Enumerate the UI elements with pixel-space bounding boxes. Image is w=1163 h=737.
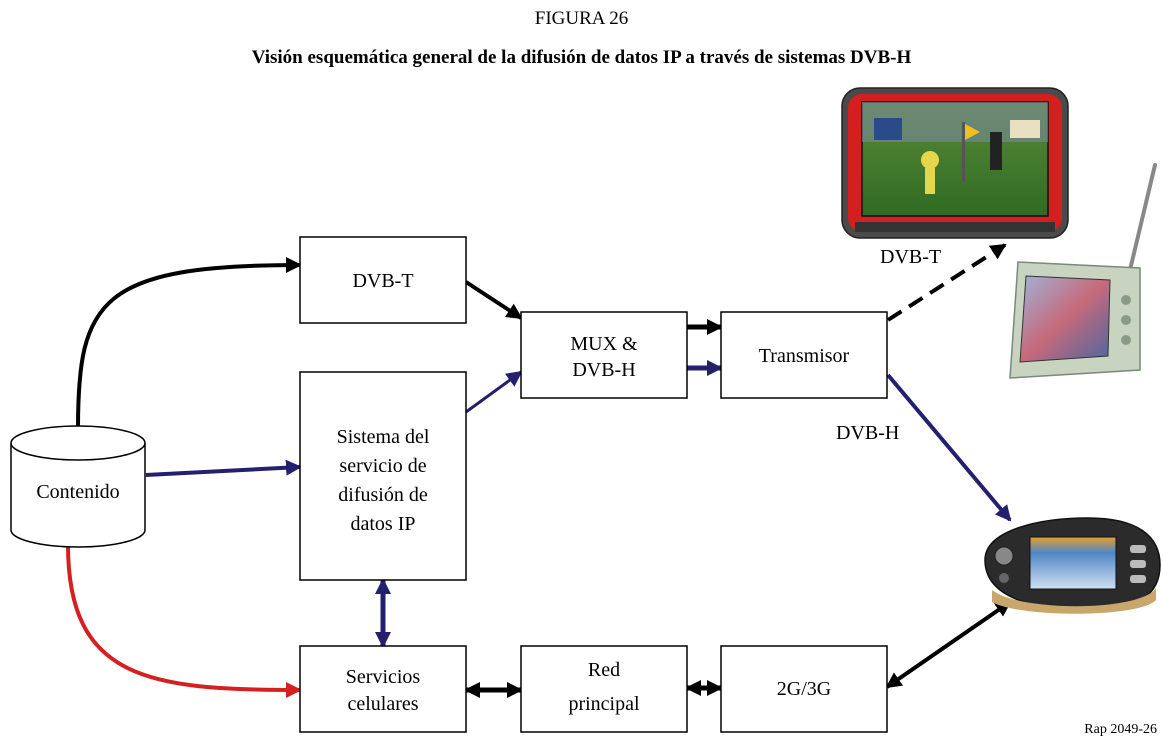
servicios-box: Servicios celulares	[299, 645, 467, 733]
red-label-line2: principal	[568, 693, 640, 715]
television-icon	[841, 87, 1069, 239]
sistema-label-line4: datos IP	[351, 513, 416, 535]
link-2g3g-handset	[885, 600, 1012, 689]
contenido-label: Contenido	[36, 481, 119, 503]
dvbh-output-label: DVB-H	[836, 422, 899, 444]
figure-number: FIGURA 26	[534, 8, 629, 29]
link-contenido-servicios	[66, 544, 302, 698]
link-contenido-sistema	[145, 459, 302, 477]
g23-box: 2G/3G	[720, 645, 888, 733]
transmisor-label: Transmisor	[759, 345, 850, 367]
link-transmisor-dvbt-dashed	[886, 243, 1007, 322]
link-dvbt-mux	[464, 280, 523, 320]
servicios-label-line1: Servicios	[346, 666, 421, 688]
red-label-line1: Red	[588, 659, 620, 681]
dvbt-output-label: DVB-T	[880, 246, 941, 268]
link-transmisor-handset	[886, 373, 1012, 522]
figure-title: Visión esquemática general de la difusió…	[251, 47, 912, 68]
figure-reference: Rap 2049-26	[1084, 722, 1157, 737]
mux-label-line2: DVB-H	[572, 359, 635, 381]
contenido-database: Contenido	[10, 425, 146, 548]
g23-label: 2G/3G	[777, 678, 831, 700]
link-sistema-mux	[465, 370, 523, 414]
transmisor-box: Transmisor	[720, 311, 888, 399]
servicios-label-line2: celulares	[347, 693, 418, 715]
sistema-label-line3: difusión de	[338, 484, 428, 506]
dvbt-label: DVB-T	[352, 270, 413, 292]
red-box: Red principal	[520, 645, 688, 733]
mux-box: MUX & DVB-H	[520, 311, 688, 399]
sistema-label-line1: Sistema del	[337, 426, 430, 448]
mux-label-line1: MUX &	[570, 333, 638, 355]
mobile-handset-icon	[984, 517, 1161, 614]
portable-tv-icon	[1009, 163, 1157, 379]
sistema-box: Sistema del servicio de difusión de dato…	[299, 371, 467, 581]
link-contenido-dvbt	[76, 257, 302, 429]
sistema-label-line2: servicio de	[339, 455, 426, 477]
dvbt-box: DVB-T	[299, 236, 467, 324]
